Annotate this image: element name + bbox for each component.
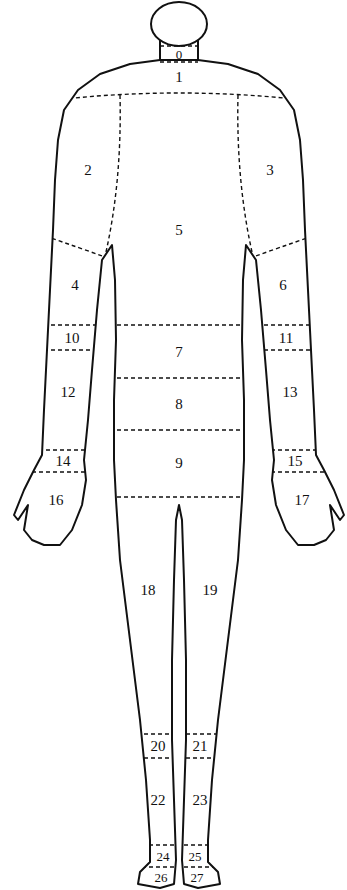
region-boundaries (25, 46, 333, 867)
callout-number: 15 (288, 454, 303, 469)
knee-boundary (130, 734, 228, 758)
upper-arm-boundary (250, 236, 313, 258)
callout-number: 12 (61, 385, 76, 400)
upper-arm-boundary (45, 236, 108, 258)
trunk-boundary (110, 325, 248, 497)
callout-number: 6 (279, 278, 287, 293)
shoulder-boundary (238, 95, 252, 252)
callout-number: 18 (141, 583, 156, 598)
callout-number: 14 (56, 454, 71, 469)
callout-number: 26 (155, 871, 168, 884)
callout-number: 21 (193, 739, 208, 754)
callout-number: 27 (191, 871, 204, 884)
callout-number: 5 (175, 223, 183, 238)
callout-number: 17 (295, 493, 310, 508)
callout-number: 1 (175, 70, 183, 85)
callout-number: 20 (151, 739, 166, 754)
callout-number: 25 (189, 850, 202, 863)
neck-boundary (160, 46, 198, 62)
callout-number: 2 (84, 163, 92, 178)
body-figure (14, 2, 344, 888)
callout-number: 4 (71, 278, 79, 293)
wrist-boundary (25, 450, 333, 472)
callout-number: 8 (175, 397, 183, 412)
callout-number: 0 (176, 48, 183, 61)
callout-number: 3 (266, 163, 274, 178)
callout-number: 13 (283, 385, 298, 400)
body-outline (14, 60, 344, 888)
callout-number: 10 (65, 331, 80, 346)
shoulder-boundary (106, 95, 120, 252)
callout-number: 22 (151, 793, 166, 808)
callout-number: 16 (49, 493, 64, 508)
callout-number: 19 (203, 583, 218, 598)
shoulder-boundary (55, 93, 303, 100)
callout-number: 23 (193, 793, 208, 808)
callout-number: 24 (157, 850, 170, 863)
ankle-boundary (135, 845, 225, 867)
head-outline (151, 2, 207, 46)
callout-number: 7 (175, 345, 183, 360)
neck-outline (160, 40, 198, 62)
callout-number: 11 (279, 331, 293, 346)
callout-number: 9 (175, 456, 183, 471)
